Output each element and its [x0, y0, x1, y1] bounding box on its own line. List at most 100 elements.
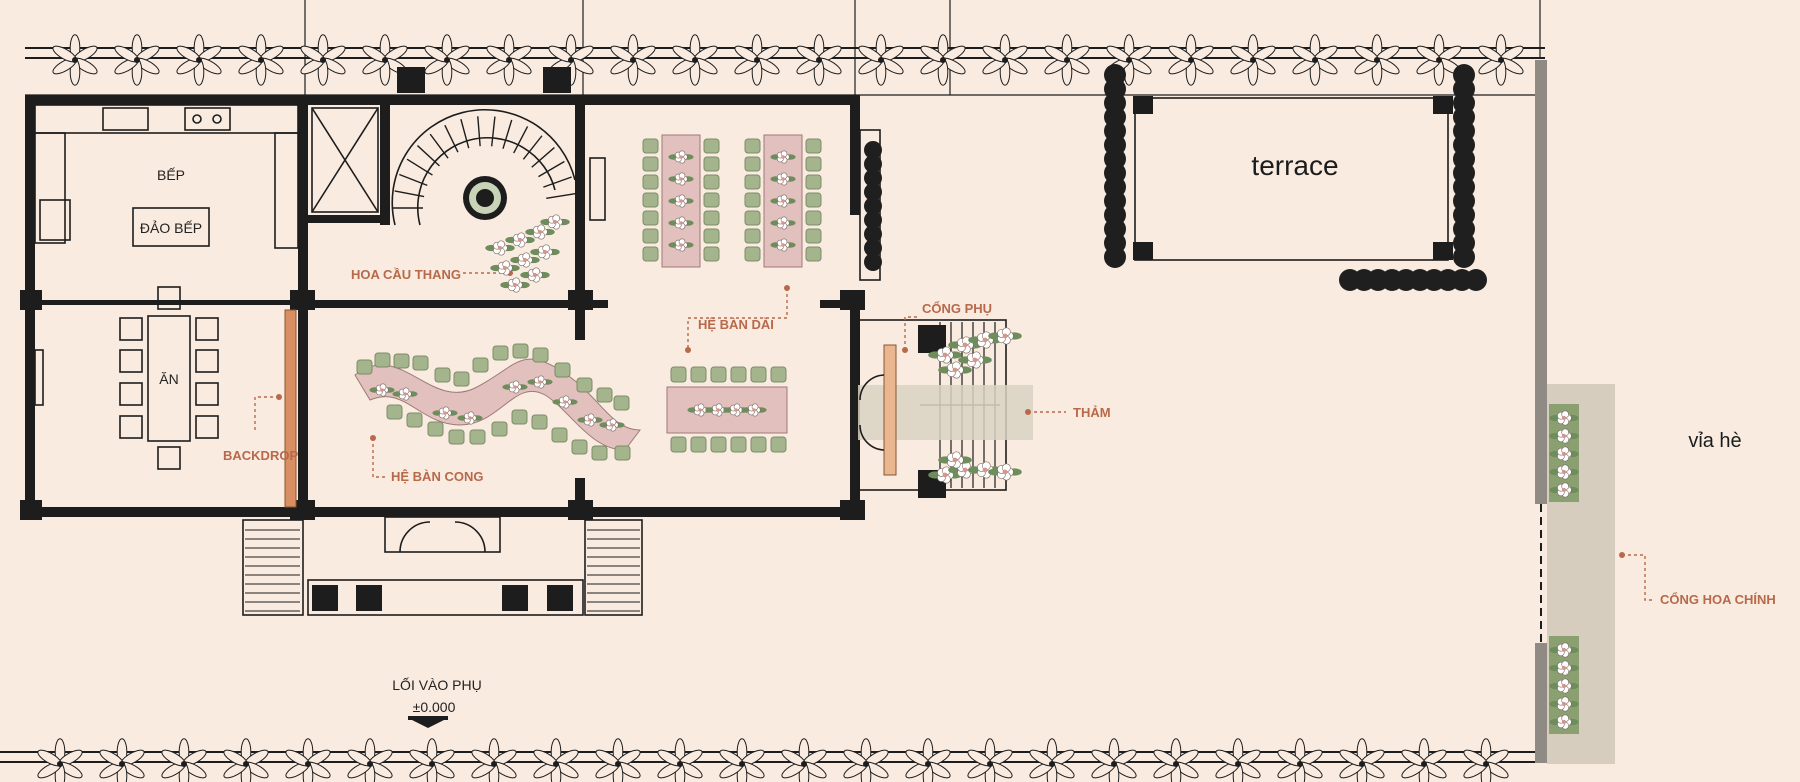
plant-icon: [843, 738, 889, 782]
chair: [512, 343, 529, 359]
chair: [703, 210, 720, 226]
flower-icon: [948, 336, 982, 354]
top-fence: [25, 0, 1545, 96]
flower-icon: [490, 260, 520, 276]
plant-icon: [1168, 34, 1214, 86]
sidewalk: vỉa hè CỔNG HOA CHÍNH: [1535, 60, 1776, 764]
flower-icon: [369, 383, 395, 397]
flower-icon: [530, 244, 560, 260]
chair: [571, 439, 588, 455]
carpet-label: THẢM: [1073, 405, 1111, 420]
chair: [744, 174, 761, 190]
center-long-table: [666, 366, 788, 453]
flower-icon: [520, 267, 550, 283]
chair: [750, 436, 767, 453]
chair: [531, 414, 548, 430]
plant-icon: [1292, 34, 1338, 86]
chair: [744, 246, 761, 262]
plant-icon: [1091, 738, 1137, 782]
plant-icon: [1044, 34, 1090, 86]
flower-icon: [485, 240, 515, 256]
plant-icon: [905, 738, 951, 782]
plant-icon: [1029, 738, 1075, 782]
spiral-stair: HOA CẦU THANG: [351, 108, 606, 293]
flower-icon: [988, 463, 1022, 481]
long-tables-annotation: HỆ BÀN DÀI: [685, 285, 790, 353]
chair: [642, 228, 659, 244]
plant-icon: [1230, 34, 1276, 86]
chair: [614, 445, 631, 461]
chair: [770, 366, 787, 383]
chair: [427, 421, 444, 437]
chair: [744, 228, 761, 244]
flower-icon: [958, 351, 992, 369]
flower-icon: [1549, 642, 1579, 658]
flower-icon: [1549, 660, 1579, 676]
chair: [386, 404, 403, 420]
chair: [730, 436, 747, 453]
flower-icon: [527, 375, 553, 389]
chair: [532, 347, 549, 363]
chair: [703, 228, 720, 244]
long-tables: [642, 134, 822, 268]
chair: [412, 355, 429, 371]
chair: [805, 192, 822, 208]
plant-icon: [424, 34, 470, 86]
chair: [576, 377, 593, 393]
plant-icon: [300, 34, 346, 86]
chair: [805, 174, 822, 190]
flower-icon: [505, 232, 535, 248]
plant-icon: [238, 34, 284, 86]
dining-label: ĂN: [159, 371, 178, 387]
backdrop-label: BACKDROP: [223, 448, 298, 463]
plant-icon: [1478, 34, 1524, 86]
flower-icon: [668, 172, 694, 186]
flower-icon: [502, 380, 528, 394]
plant-icon: [1416, 34, 1462, 86]
flower-icon: [1549, 482, 1579, 498]
chair: [554, 362, 571, 378]
chair: [690, 366, 707, 383]
flower-icon: [668, 194, 694, 208]
flower-icon: [1549, 464, 1579, 480]
chair: [469, 429, 486, 445]
chair: [511, 409, 528, 425]
chair: [642, 246, 659, 262]
flower-icon: [599, 418, 625, 432]
flower-icon: [770, 172, 796, 186]
chair: [670, 436, 687, 453]
flower-icon: [577, 413, 603, 427]
chair: [703, 246, 720, 262]
entrance-label: LỐI VÀO PHỤ: [392, 676, 481, 693]
chair: [805, 156, 822, 172]
flower-icon: [770, 150, 796, 164]
plant-icon: [657, 738, 703, 782]
terrace: terrace: [864, 64, 1487, 291]
chair: [596, 387, 613, 403]
chair: [805, 228, 822, 244]
plant-icon: [114, 34, 160, 86]
plant-icon: [672, 34, 718, 86]
flower-icon: [1549, 410, 1579, 426]
chair: [710, 436, 727, 453]
plant-icon: [595, 738, 641, 782]
flower-icon: [525, 224, 555, 240]
side-entrance: CỔNG PHỤ THẢM: [857, 129, 1111, 498]
kitchen-island-label: ĐẢO BẾP: [140, 220, 202, 236]
chair: [642, 192, 659, 208]
plant-icon: [347, 738, 393, 782]
chair: [703, 174, 720, 190]
curved-tables: [354, 343, 641, 461]
plant-icon: [610, 34, 656, 86]
chair: [805, 246, 822, 262]
chair: [642, 138, 659, 154]
plant-icon: [533, 738, 579, 782]
chair: [805, 210, 822, 226]
chair: [744, 192, 761, 208]
flower-icon: [432, 406, 458, 420]
terrace-label: terrace: [1251, 150, 1338, 181]
chair: [730, 366, 747, 383]
plant-icon: [176, 34, 222, 86]
curved-table: [354, 358, 641, 451]
curved-tables-annotation: HỆ BÀN CONG: [370, 435, 483, 484]
